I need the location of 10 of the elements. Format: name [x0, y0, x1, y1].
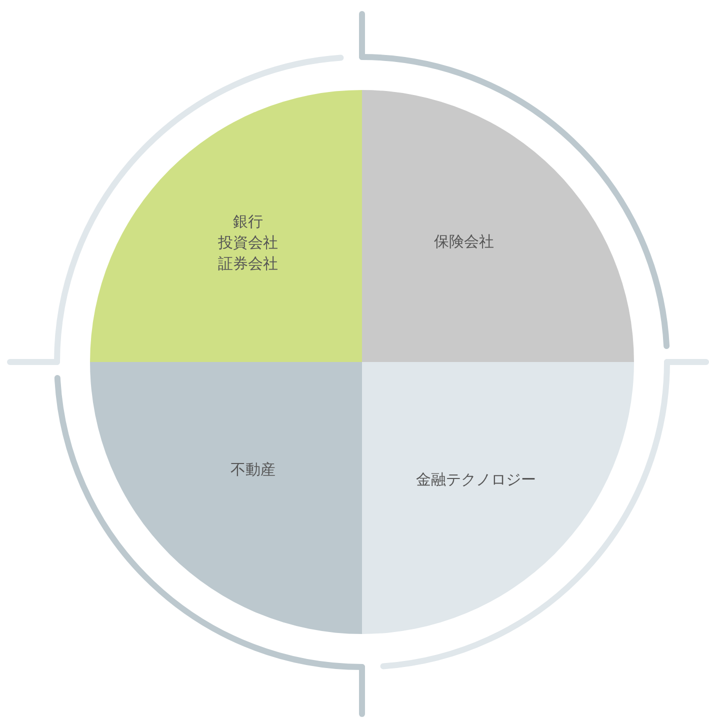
quadrant-segment — [362, 362, 634, 634]
quadrant-segment — [362, 90, 634, 362]
quadrant-segment — [90, 90, 362, 362]
quadrant-segment — [90, 362, 362, 634]
segment-label: 証券会社 — [218, 254, 278, 274]
segment-label: 金融テクノロジー — [416, 470, 536, 490]
segment-label: 投資会社 — [218, 232, 278, 254]
segment-label: 保険会社 — [434, 232, 494, 252]
segment-label: 銀行 — [233, 212, 263, 232]
segment-label: 不動産 — [230, 460, 276, 480]
